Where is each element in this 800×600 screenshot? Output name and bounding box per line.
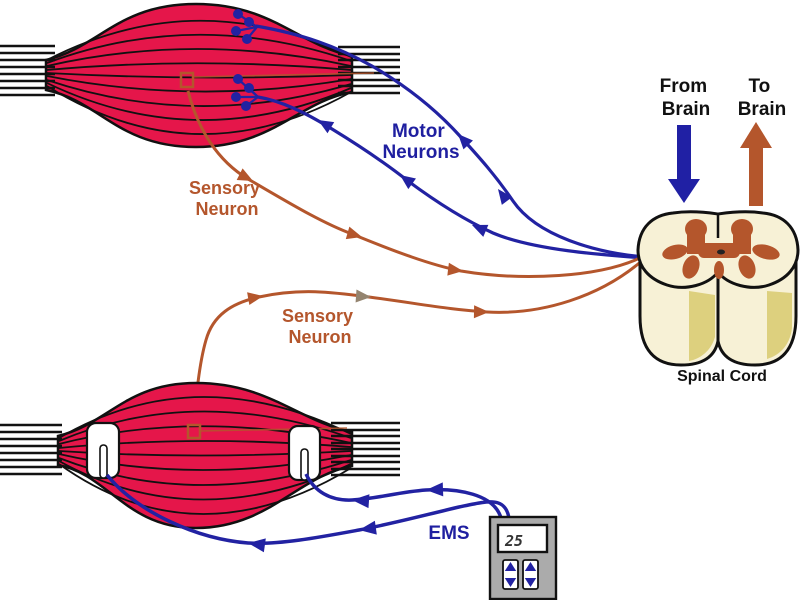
arrowhead-icon: [447, 262, 463, 276]
electrode-slot: [300, 448, 309, 481]
electrode-pad-right: [287, 424, 322, 482]
arrowhead-icon: [248, 538, 266, 553]
motor-neuron-axon-1: [255, 24, 646, 259]
lower-tendon-left: [0, 423, 62, 476]
upper-tendon-left: [0, 44, 55, 97]
motor-endplates-upper: [231, 9, 258, 44]
arrowhead-icon: [458, 134, 473, 150]
sensory-neuron-upper-label: Sensory Neuron: [189, 178, 265, 219]
to-brain-label: To Brain: [738, 76, 787, 120]
central-canal: [717, 249, 725, 255]
arrowhead-icon: [355, 289, 371, 303]
upper-muscle-spindle: [179, 71, 195, 89]
motor-neuron-2-path: [257, 95, 646, 260]
arrowhead-icon: [472, 224, 489, 237]
sensory-neuron-axon-upper: [186, 90, 645, 278]
motor-neuron-axon-2: [257, 95, 646, 260]
gray-matter-butterfly: [662, 219, 780, 279]
arrowhead-icon: [247, 292, 263, 306]
sensory-neuron-axon-lower: [192, 257, 645, 425]
motor-neurons-label: Motor Neurons: [382, 121, 459, 163]
arrowhead-icon: [318, 120, 335, 134]
lower-muscle-spindle: [186, 423, 202, 440]
ems-stepper-button-left[interactable]: [502, 559, 519, 590]
sensory-neuron-lower-path: [192, 257, 645, 425]
electrode-pad-left: [85, 421, 121, 480]
upper-tendon-right: [338, 45, 400, 95]
ems-stepper-button-right[interactable]: [522, 559, 539, 590]
ems-display: [496, 523, 549, 554]
arrowhead-icon: [345, 226, 362, 240]
ems-label: EMS: [428, 523, 469, 544]
from-brain-label: From Brain: [660, 76, 713, 120]
arrow-up-icon: [504, 562, 517, 571]
arrowhead-icon: [498, 189, 513, 205]
spinal-cord-shading-right: [767, 291, 792, 359]
upper-intrafusal-fiber: [192, 72, 375, 78]
lower-intrafusal-fiber: [199, 427, 348, 432]
electrode-slot: [99, 444, 108, 479]
motor-endplates-lower: [231, 74, 259, 111]
lower-muscle: [0, 381, 400, 530]
spinal-cord-label: Spinal Cord: [677, 368, 767, 385]
upper-muscle: [0, 2, 400, 149]
arrowhead-icon: [426, 482, 444, 497]
to-brain-arrow-icon: [740, 122, 772, 206]
arrowhead-icon: [473, 305, 489, 319]
ems-wire-right-electrode: [304, 473, 503, 519]
arrowhead-icon: [352, 494, 370, 509]
ems-wire-left-electrode: [105, 473, 511, 546]
arrow-up-icon: [524, 562, 537, 571]
arrow-down-icon: [524, 578, 537, 587]
arrowhead-icon: [359, 520, 377, 535]
arrowhead-icon: [400, 175, 416, 190]
ems-device: 25: [488, 515, 558, 600]
ems-display-value: 25: [504, 532, 523, 550]
sensory-neuron-lower-label: Sensory Neuron: [282, 306, 358, 347]
lower-tendon-right: [331, 421, 400, 477]
arrow-down-icon: [504, 578, 517, 587]
spinal-cord: [636, 210, 800, 367]
spinal-cord-shading-left: [689, 291, 715, 361]
arrowhead-icon: [236, 168, 253, 181]
ems-wires: [105, 473, 511, 553]
from-brain-arrow-icon: [668, 125, 700, 203]
